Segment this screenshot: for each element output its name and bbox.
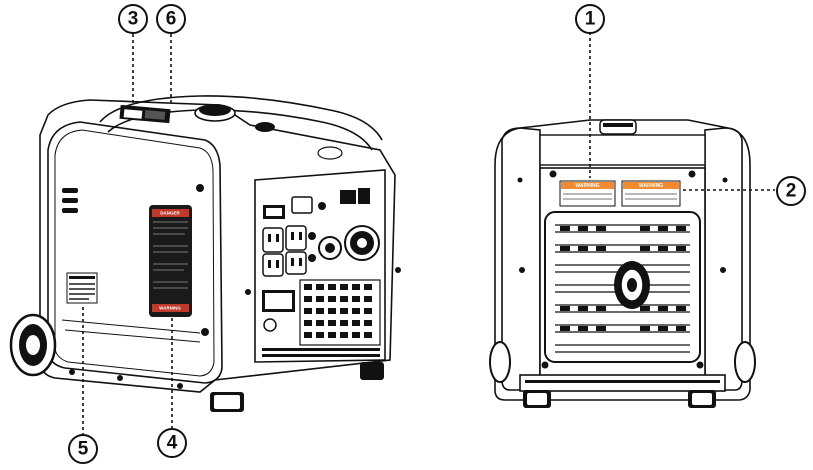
danger-label-header: DANGER	[160, 211, 180, 216]
callout-2: 2	[776, 176, 806, 206]
callout-6-number: 6	[166, 9, 177, 30]
callout-3: 3	[118, 4, 148, 34]
danger-label-4: DANGER WARNING	[149, 205, 192, 317]
callout-1-number: 1	[585, 9, 596, 30]
callout-6: 6	[156, 4, 186, 34]
exhaust-grille	[544, 211, 701, 363]
callout-4: 4	[157, 428, 187, 458]
callout-5-number: 5	[78, 439, 89, 460]
danger-label-footer: WARNING	[159, 306, 181, 311]
leader-lines	[82, 32, 775, 435]
callout-4-number: 4	[167, 433, 178, 454]
callout-1: 1	[575, 4, 605, 34]
generator-side-view: DANGER WARNING	[9, 95, 401, 412]
callout-2-number: 2	[786, 181, 797, 202]
control-panel	[254, 169, 386, 363]
warning-label-2-title: WARNING	[639, 183, 663, 189]
warning-label-2: WARNING	[621, 180, 681, 207]
spec-label-5	[66, 272, 98, 304]
wheel	[9, 313, 57, 377]
callout-3-number: 3	[128, 9, 139, 30]
generator-rear-view: WARNING WARNING	[489, 119, 756, 408]
callout-5: 5	[68, 434, 98, 464]
warning-label-1: WARNING	[559, 180, 616, 207]
warning-label-1-title: WARNING	[575, 183, 599, 189]
